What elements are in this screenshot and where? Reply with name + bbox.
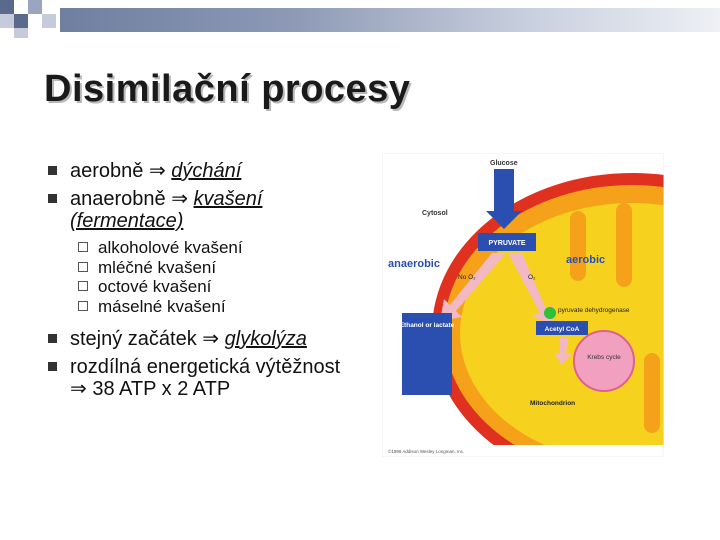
decorative-header [0, 0, 720, 40]
deco-square [28, 14, 42, 28]
acetyl-to-krebs-arrow [554, 337, 572, 365]
hollow-square-bullet-icon [78, 281, 88, 291]
bullet-aerobic: aerobně ⇒ dýchání [48, 160, 348, 182]
deco-square [0, 0, 14, 14]
respiration-diagram-svg: Glucose Cytosol PYRUVATE anaerobic aerob… [381, 152, 720, 489]
hollow-square-bullet-icon [78, 261, 88, 272]
cytosol-label: Cytosol [422, 210, 448, 217]
sub-bullet: octové kvašení [48, 277, 348, 297]
implies-arrow-icon: ⇒ [70, 378, 87, 400]
deco-square [14, 14, 28, 28]
sub-bullet: máselné kvašení [48, 297, 348, 317]
bullet-anaerobic: anaerobně ⇒ kvašení (fermentace) [48, 188, 348, 232]
square-bullet-icon [48, 334, 57, 343]
glucose-arrow [486, 169, 522, 229]
implies-arrow-icon: ⇒ [148, 160, 166, 182]
krebs-cycle-circle [573, 330, 635, 392]
slide-title: Disimilační procesy [44, 68, 411, 110]
hollow-square-bullet-icon [78, 242, 88, 252]
implies-arrow-icon: ⇒ [202, 328, 220, 350]
deco-square [28, 0, 42, 14]
anaerobic-label: anaerobic [388, 258, 440, 270]
copyright-label: ©1999 Addison Wesley Longman, Inc. [388, 448, 464, 454]
link-dychani[interactable]: dýchání [171, 160, 242, 182]
square-bullet-icon [48, 362, 57, 371]
crista [570, 211, 586, 281]
square-bullet-icon [48, 194, 57, 203]
glucose-label: Glucose [490, 160, 518, 167]
krebs-cycle-label: Krebs cycle [587, 354, 621, 361]
o2-label: O₂ [528, 274, 536, 281]
link-glykolyza[interactable]: glykolýza [224, 328, 307, 350]
sub-bullet: alkoholové kvašení [48, 238, 348, 258]
pyruvate-box [478, 233, 536, 251]
ethanol-label: Ethanol or lactate [400, 322, 455, 329]
square-bullet-icon [48, 166, 57, 175]
respiration-diagram: Glucose Cytosol PYRUVATE anaerobic aerob… [381, 152, 720, 489]
acetyl-coa-box [536, 321, 588, 335]
bullet-glycolysis: stejný začátek ⇒ glykolýza [48, 328, 348, 350]
ethanol-box [402, 313, 452, 395]
header-band [60, 8, 720, 32]
pyruvate-dehydrogenase-label: pyruvate dehydrogenase [558, 307, 630, 314]
pyruvate-label: PYRUVATE [488, 240, 525, 247]
bullet-list: aerobně ⇒ dýchání anaerobně ⇒ kvašení (f… [48, 160, 348, 400]
pyruvate-dehydrogenase-dot [544, 307, 556, 319]
mitochondrion-label: Mitochondrion [530, 400, 575, 407]
crista [616, 203, 632, 287]
hollow-square-bullet-icon [78, 300, 88, 311]
aerobic-label: aerobic [566, 254, 605, 266]
pathway-arrows [440, 253, 554, 327]
link-kvaseni[interactable]: kvašení (fermentace) [70, 188, 263, 232]
no-o2-label: No O₂ [458, 274, 476, 281]
deco-square [42, 14, 56, 28]
acetyl-coa-label: Acetyl CoA [545, 326, 580, 333]
deco-square [14, 28, 28, 38]
bullet-energy-yield: rozdílná energetická výtěžnost ⇒ 38 ATP … [48, 356, 348, 400]
sub-bullet: mléčné kvašení [48, 258, 348, 278]
deco-square [0, 14, 14, 28]
implies-arrow-icon: ⇒ [171, 188, 188, 210]
deco-square [14, 0, 28, 14]
crista [644, 353, 660, 433]
